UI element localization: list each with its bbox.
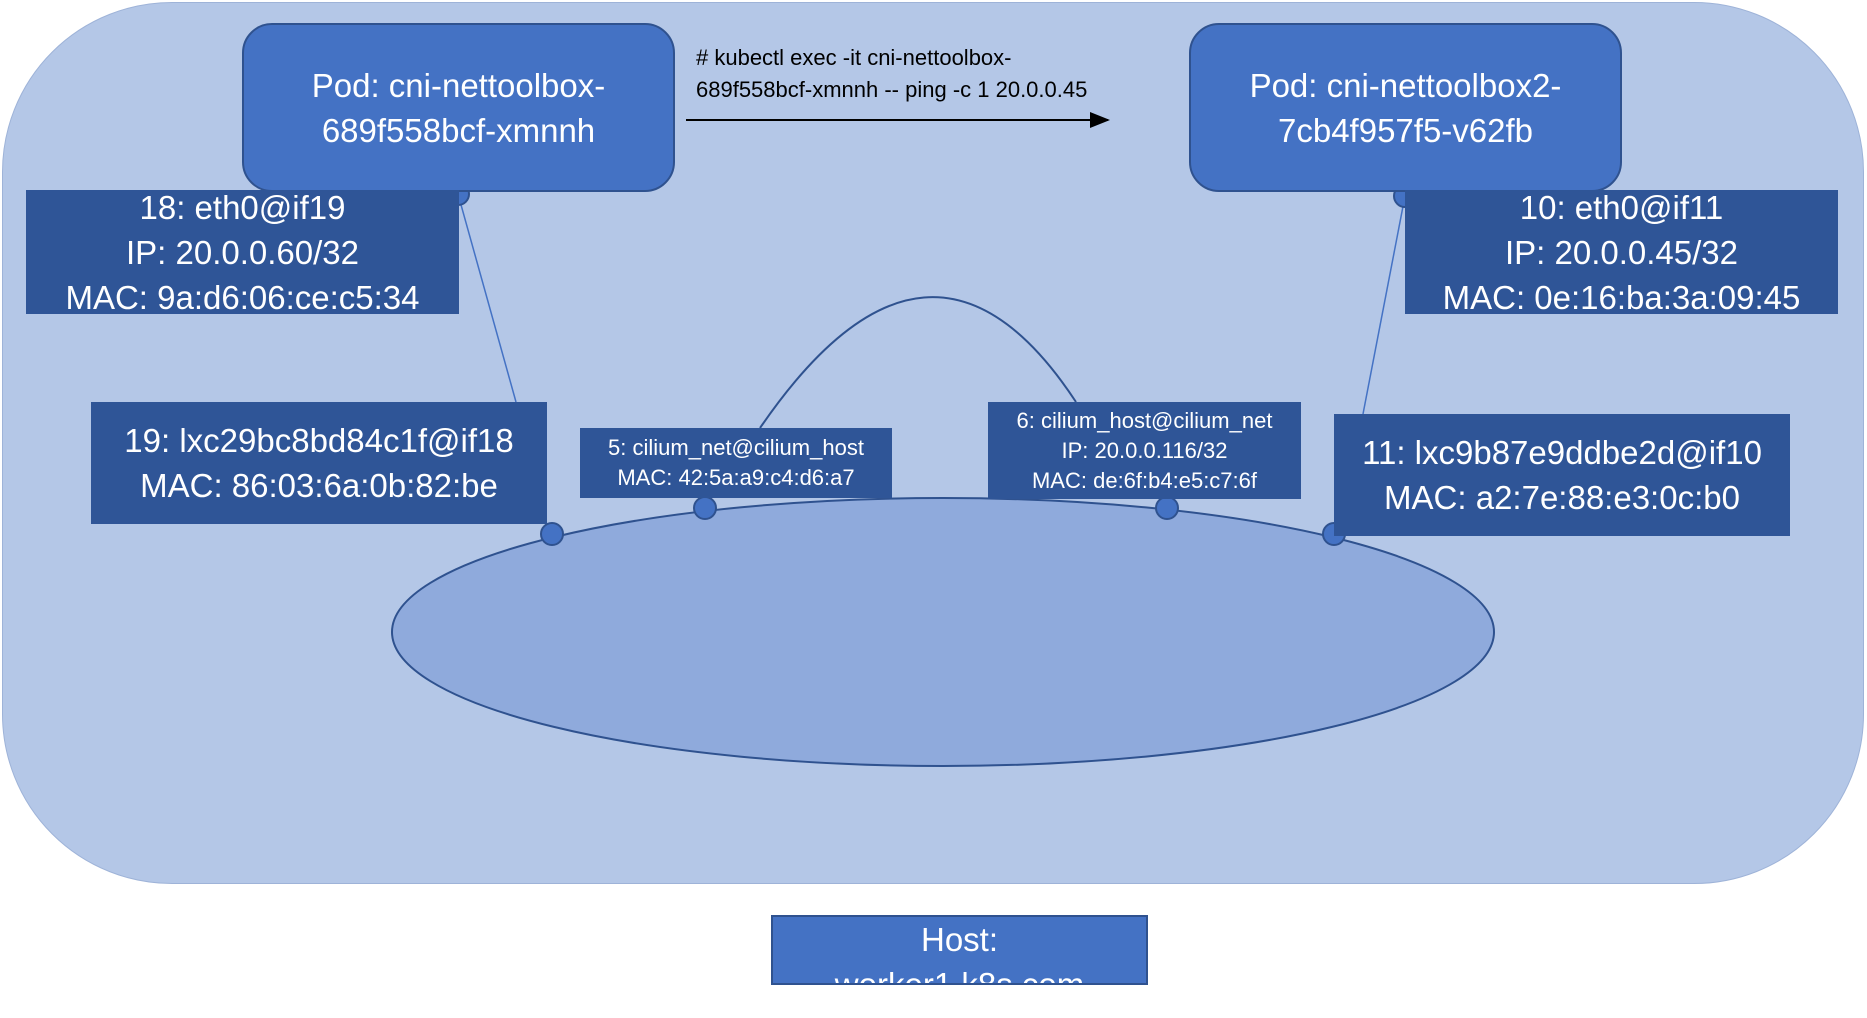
cilium-pair-arc	[759, 296, 1077, 429]
cilium-net-mac: MAC: 42:5a:a9:c4:d6:a7	[617, 465, 855, 490]
cilium-host-port	[1155, 496, 1179, 520]
host-label-line1: Host:	[920, 921, 999, 958]
cilium-host-name: 6: cilium_host@cilium_net	[1016, 407, 1273, 433]
pod2-eth0-ip: IP: 20.0.0.45/32	[1504, 233, 1738, 271]
pod2-eth0-interface: 10: eth0@if11 IP: 20.0.0.45/32 MAC: 0e:1…	[1405, 189, 1838, 316]
pod2-name-line2: 7cb4f957f5-v62fb	[1277, 111, 1534, 149]
host-label-line2: worker1.k8s.com	[834, 966, 1085, 985]
host-bridge-ellipse	[391, 497, 1495, 767]
pod2-eth0-name: 10: eth0@if11	[1519, 188, 1724, 226]
lxc2-interface: 11: lxc9b87e9ddbe2d@if10 MAC: a2:7e:88:e…	[1334, 414, 1790, 536]
pod1-name-line1: Pod: cni-nettoolbox-	[311, 66, 606, 104]
cilium-host-mac: MAC: de:6f:b4:e5:c7:6f	[1031, 467, 1258, 493]
pod2-box: Pod: cni-nettoolbox2- 7cb4f957f5-v62fb	[1189, 23, 1622, 192]
veth-link-pod2	[1362, 195, 1406, 415]
pod2-name-line1: Pod: cni-nettoolbox2-	[1249, 66, 1562, 104]
pod1-eth0-interface: 18: eth0@if19 IP: 20.0.0.60/32 MAC: 9a:d…	[26, 189, 459, 316]
lxc1-port	[540, 522, 564, 546]
pod2-eth0-mac: MAC: 0e:16:ba:3a:09:45	[1442, 278, 1801, 316]
ping-command-text: # kubectl exec -it cni-nettoolbox- 689f5…	[696, 42, 1136, 106]
pod1-eth0-name: 18: eth0@if19	[139, 188, 346, 226]
veth-link-pod1	[457, 193, 517, 403]
command-line2: 689f558bcf-xmnnh -- ping -c 1 20.0.0.45	[696, 77, 1088, 102]
cilium-net-port	[693, 496, 717, 520]
cilium-net-name: 5: cilium_net@cilium_host	[608, 435, 864, 460]
pod1-box: Pod: cni-nettoolbox- 689f558bcf-xmnnh	[242, 23, 675, 192]
cilium-host-interface: 6: cilium_host@cilium_net IP: 20.0.0.116…	[988, 402, 1301, 499]
cilium-net-interface: 5: cilium_net@cilium_host MAC: 42:5a:a9:…	[580, 428, 892, 498]
cilium-host-ip: IP: 20.0.0.116/32	[1061, 437, 1228, 463]
lxc1-interface: 19: lxc29bc8bd84c1f@if18 MAC: 86:03:6a:0…	[91, 402, 547, 524]
lxc1-mac: MAC: 86:03:6a:0b:82:be	[140, 467, 498, 504]
lxc1-name: 19: lxc29bc8bd84c1f@if18	[124, 422, 514, 459]
pod1-eth0-ip: IP: 20.0.0.60/32	[125, 233, 359, 271]
command-line1: # kubectl exec -it cni-nettoolbox-	[696, 45, 1012, 70]
lxc2-mac: MAC: a2:7e:88:e3:0c:b0	[1384, 479, 1740, 516]
pod1-eth0-mac: MAC: 9a:d6:06:ce:c5:34	[65, 278, 420, 316]
lxc2-name: 11: lxc9b87e9ddbe2d@if10	[1362, 434, 1762, 471]
pod1-name-line2: 689f558bcf-xmnnh	[321, 111, 596, 149]
host-label: Host: worker1.k8s.com	[771, 915, 1148, 985]
